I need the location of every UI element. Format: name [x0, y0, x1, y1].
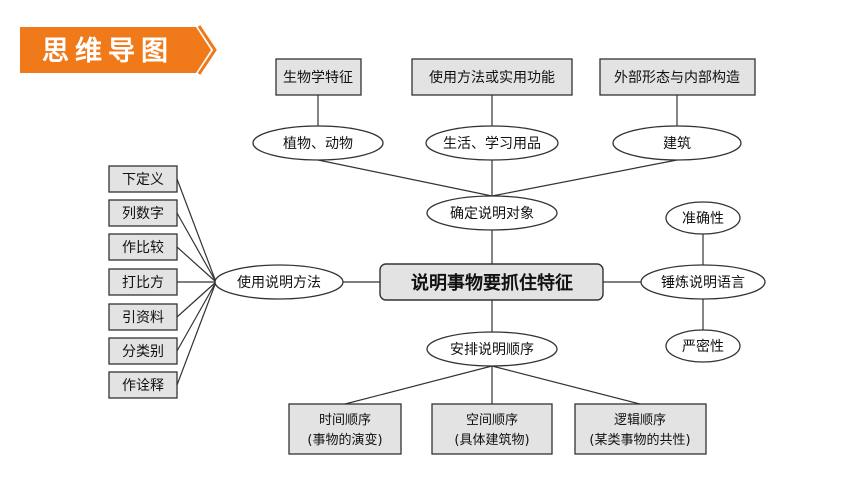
svg-text:(事物的演变): (事物的演变)	[307, 432, 382, 448]
svg-text:使用方法或实用功能: 使用方法或实用功能	[429, 69, 555, 86]
svg-text:作比较: 作比较	[122, 240, 164, 256]
branch-method-node: 使用说明方法	[214, 264, 344, 300]
connector	[176, 212, 217, 283]
connector	[176, 281, 217, 318]
order-box: 空间顺序 (具体建筑物)	[431, 403, 553, 455]
language-quality-node: 准确性	[665, 201, 741, 235]
connector	[491, 159, 678, 197]
svg-text:(具体建筑物): (具体建筑物)	[454, 432, 529, 448]
method-box: 作比较	[108, 233, 178, 261]
order-box: 逻辑顺序 (某类事物的共性)	[574, 403, 707, 455]
connector	[176, 178, 217, 283]
object-type-node: 建筑	[612, 125, 742, 161]
svg-text:分类别: 分类别	[122, 344, 164, 360]
svg-text:说明事物要抓住特征: 说明事物要抓住特征	[411, 272, 573, 294]
language-quality-node: 严密性	[665, 329, 741, 363]
connector	[344, 365, 493, 405]
svg-text:列数字: 列数字	[122, 206, 164, 222]
banner-chevron-icon	[197, 25, 217, 75]
branch-order-node: 安排说明顺序	[426, 331, 558, 367]
svg-text:锤炼说明语言: 锤炼说明语言	[661, 275, 745, 291]
svg-text:建筑: 建筑	[663, 136, 691, 152]
svg-text:空间顺序: 空间顺序	[466, 413, 518, 428]
svg-text:准确性: 准确性	[682, 211, 724, 227]
method-box: 分类别	[108, 337, 178, 365]
feature-box: 使用方法或实用功能	[411, 58, 573, 96]
svg-text:使用说明方法: 使用说明方法	[237, 274, 321, 291]
svg-text:时间顺序: 时间顺序	[319, 413, 371, 428]
svg-text:引资料: 引资料	[122, 310, 164, 326]
svg-text:植物、动物: 植物、动物	[283, 136, 353, 152]
method-box: 作诠释	[108, 371, 178, 399]
order-box: 时间顺序 (事物的演变)	[288, 403, 402, 455]
svg-text:生活、学习用品: 生活、学习用品	[443, 136, 541, 152]
branch-language-node: 锤炼说明语言	[640, 264, 766, 300]
method-box: 列数字	[108, 199, 178, 227]
object-type-node: 生活、学习用品	[425, 125, 559, 161]
feature-box: 生物学特征	[275, 58, 362, 96]
svg-text:确定说明对象: 确定说明对象	[450, 206, 534, 222]
center-topic: 说明事物要抓住特征	[379, 263, 604, 301]
svg-text:打比方: 打比方	[122, 274, 164, 291]
connector	[317, 159, 493, 197]
banner-shape	[20, 27, 211, 73]
svg-text:生物学特征: 生物学特征	[283, 70, 353, 86]
svg-text:外部形态与内部构造: 外部形态与内部构造	[614, 70, 740, 86]
method-box: 下定义	[108, 165, 178, 193]
object-type-node: 植物、动物	[252, 125, 384, 161]
connector	[176, 246, 217, 283]
connector	[176, 281, 217, 386]
method-box: 引资料	[108, 303, 178, 331]
svg-text:安排说明顺序: 安排说明顺序	[450, 342, 534, 358]
svg-text:逻辑顺序: 逻辑顺序	[614, 413, 666, 428]
connectors	[176, 95, 704, 405]
svg-text:作诠释: 作诠释	[122, 378, 164, 394]
connector	[491, 365, 641, 405]
feature-box: 外部形态与内部构造	[599, 58, 756, 96]
svg-text:严密性: 严密性	[682, 338, 724, 355]
svg-text:下定义: 下定义	[122, 172, 164, 188]
branch-object-node: 确定说明对象	[426, 195, 558, 231]
svg-text:(某类事物的共性): (某类事物的共性)	[589, 432, 690, 448]
connector	[176, 281, 217, 352]
page-title: 思维导图	[42, 36, 174, 67]
method-box: 打比方	[108, 268, 178, 296]
header-banner: 思维导图	[20, 25, 217, 75]
